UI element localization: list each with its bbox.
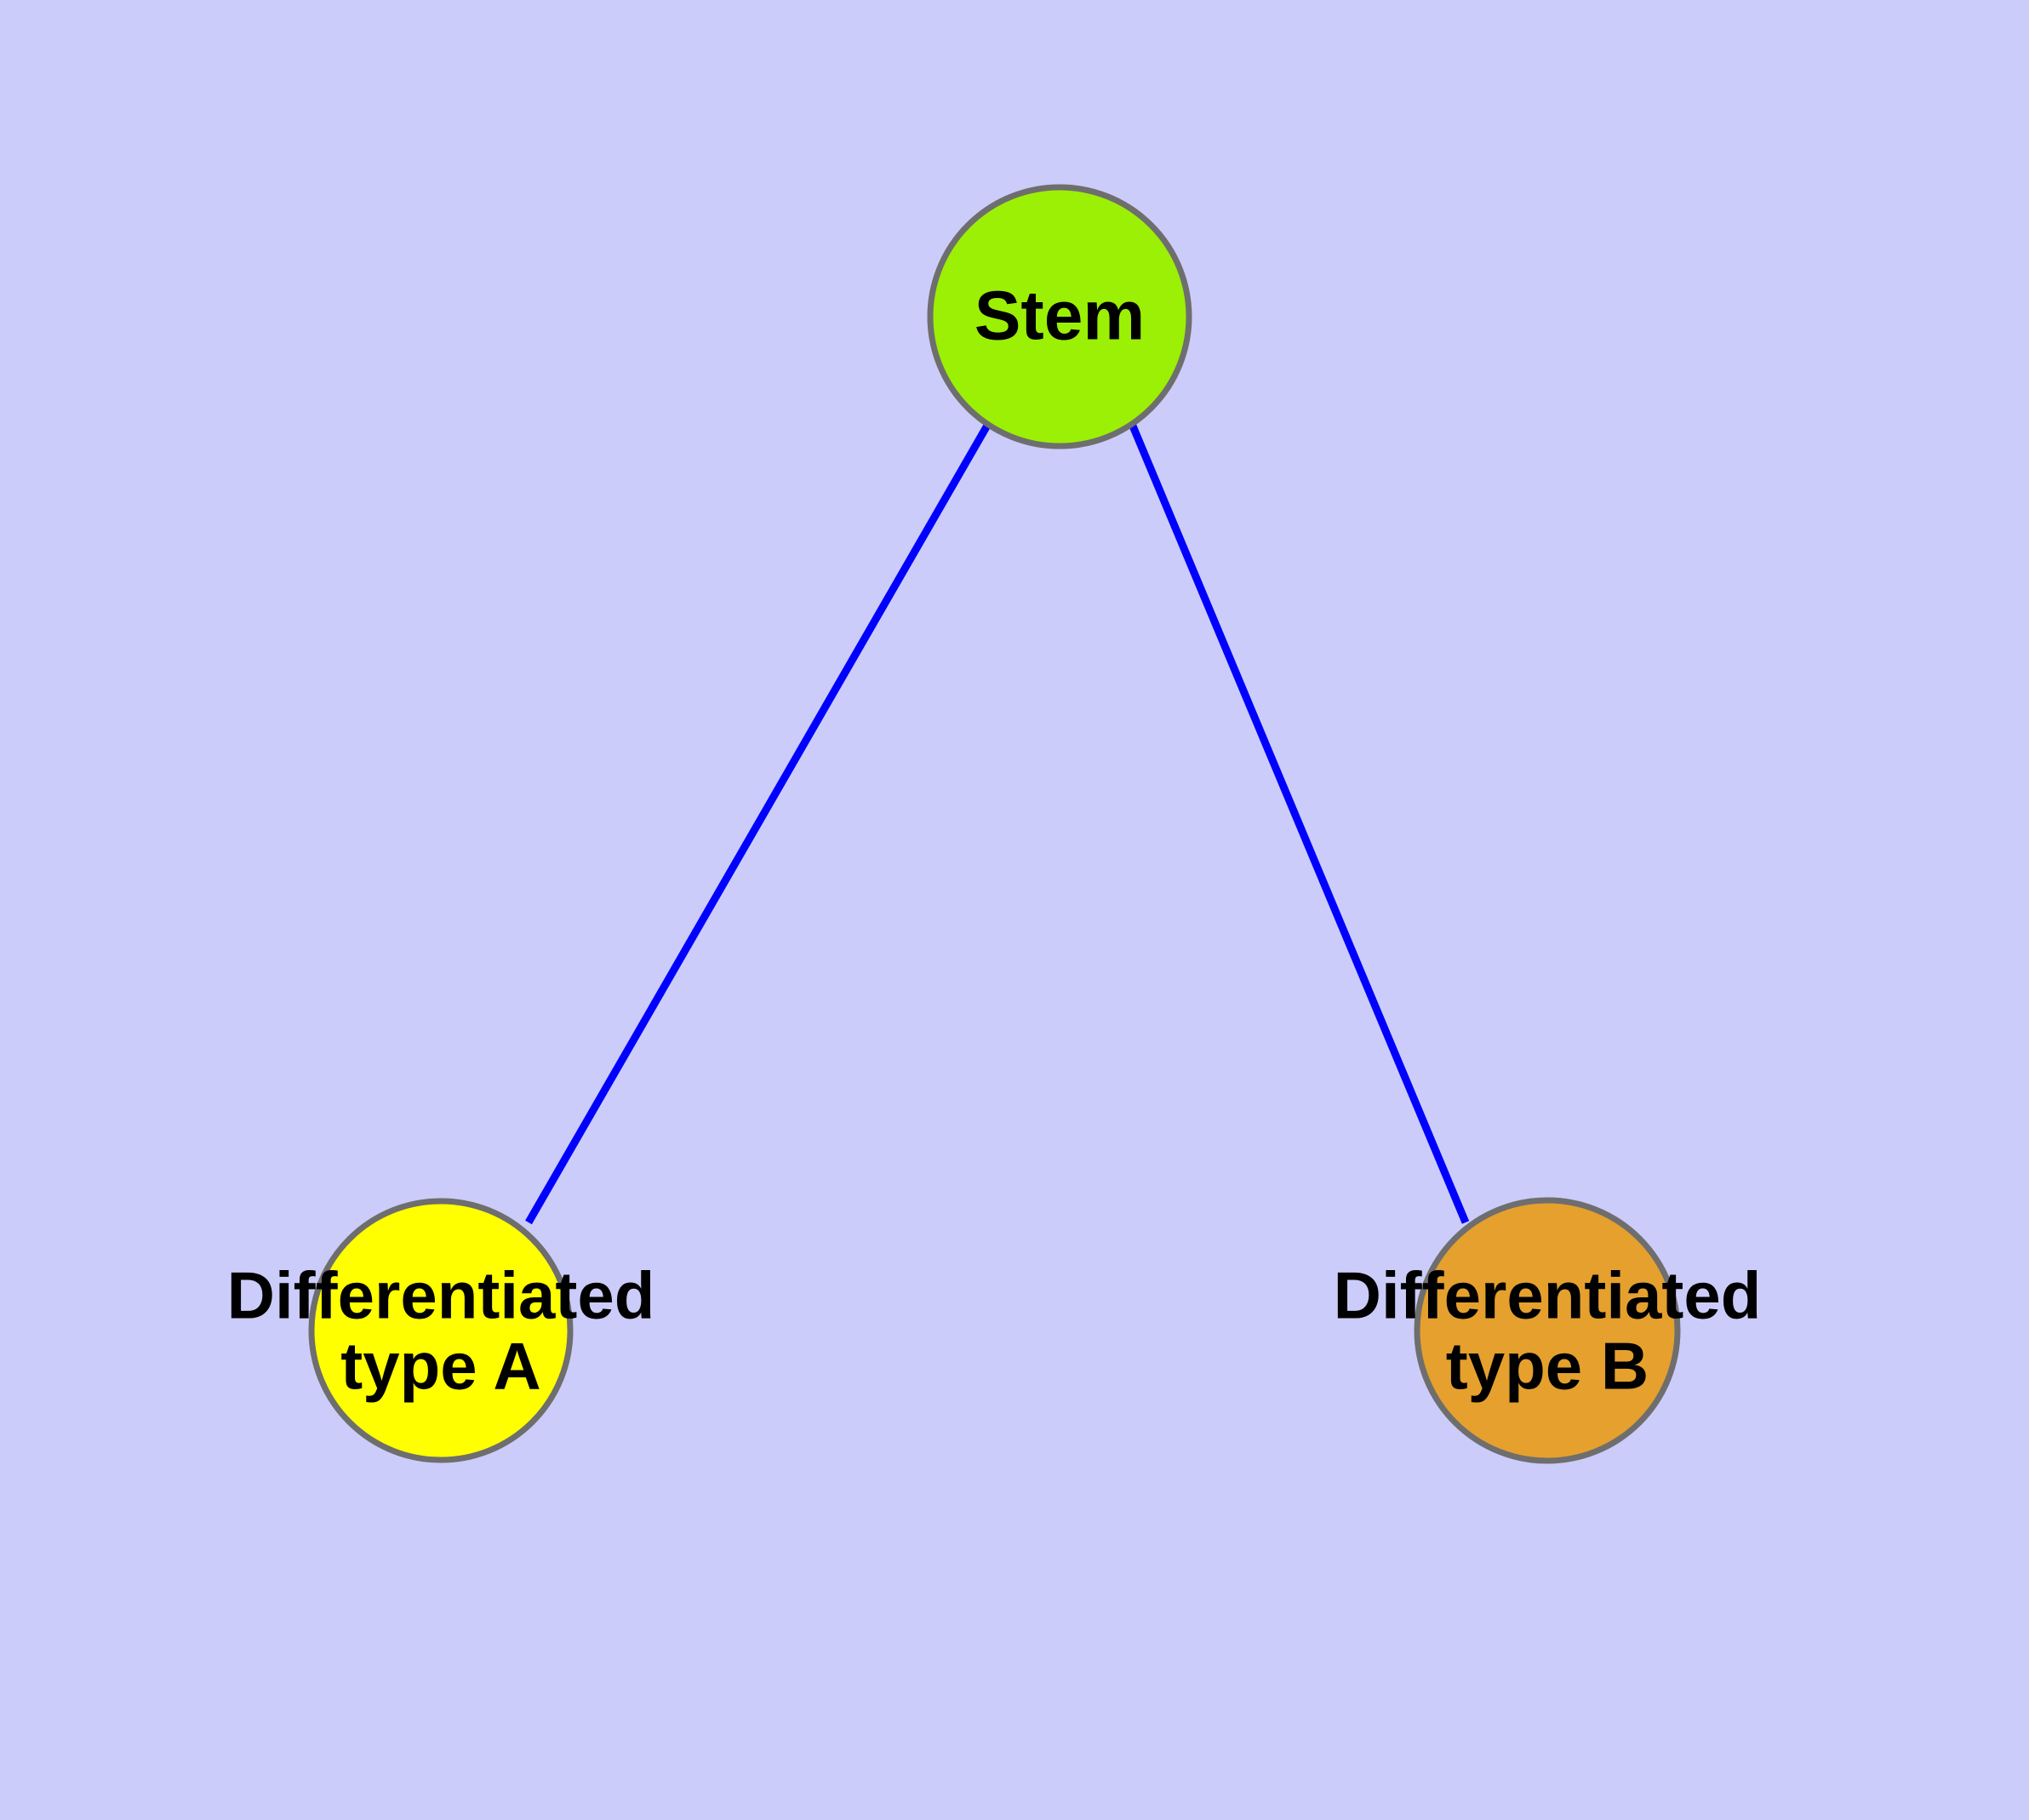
graph-edge-stem-to-diff-b (1128, 422, 1470, 1224)
graph-edge-stem-to-diff-a (525, 421, 992, 1225)
graph-node-diff-a[interactable] (308, 1198, 574, 1463)
nodes-group (308, 184, 1681, 1464)
graph-node-stem[interactable] (927, 184, 1192, 449)
graph-node-diff-b[interactable] (1414, 1197, 1681, 1464)
edges-group (525, 421, 1470, 1225)
